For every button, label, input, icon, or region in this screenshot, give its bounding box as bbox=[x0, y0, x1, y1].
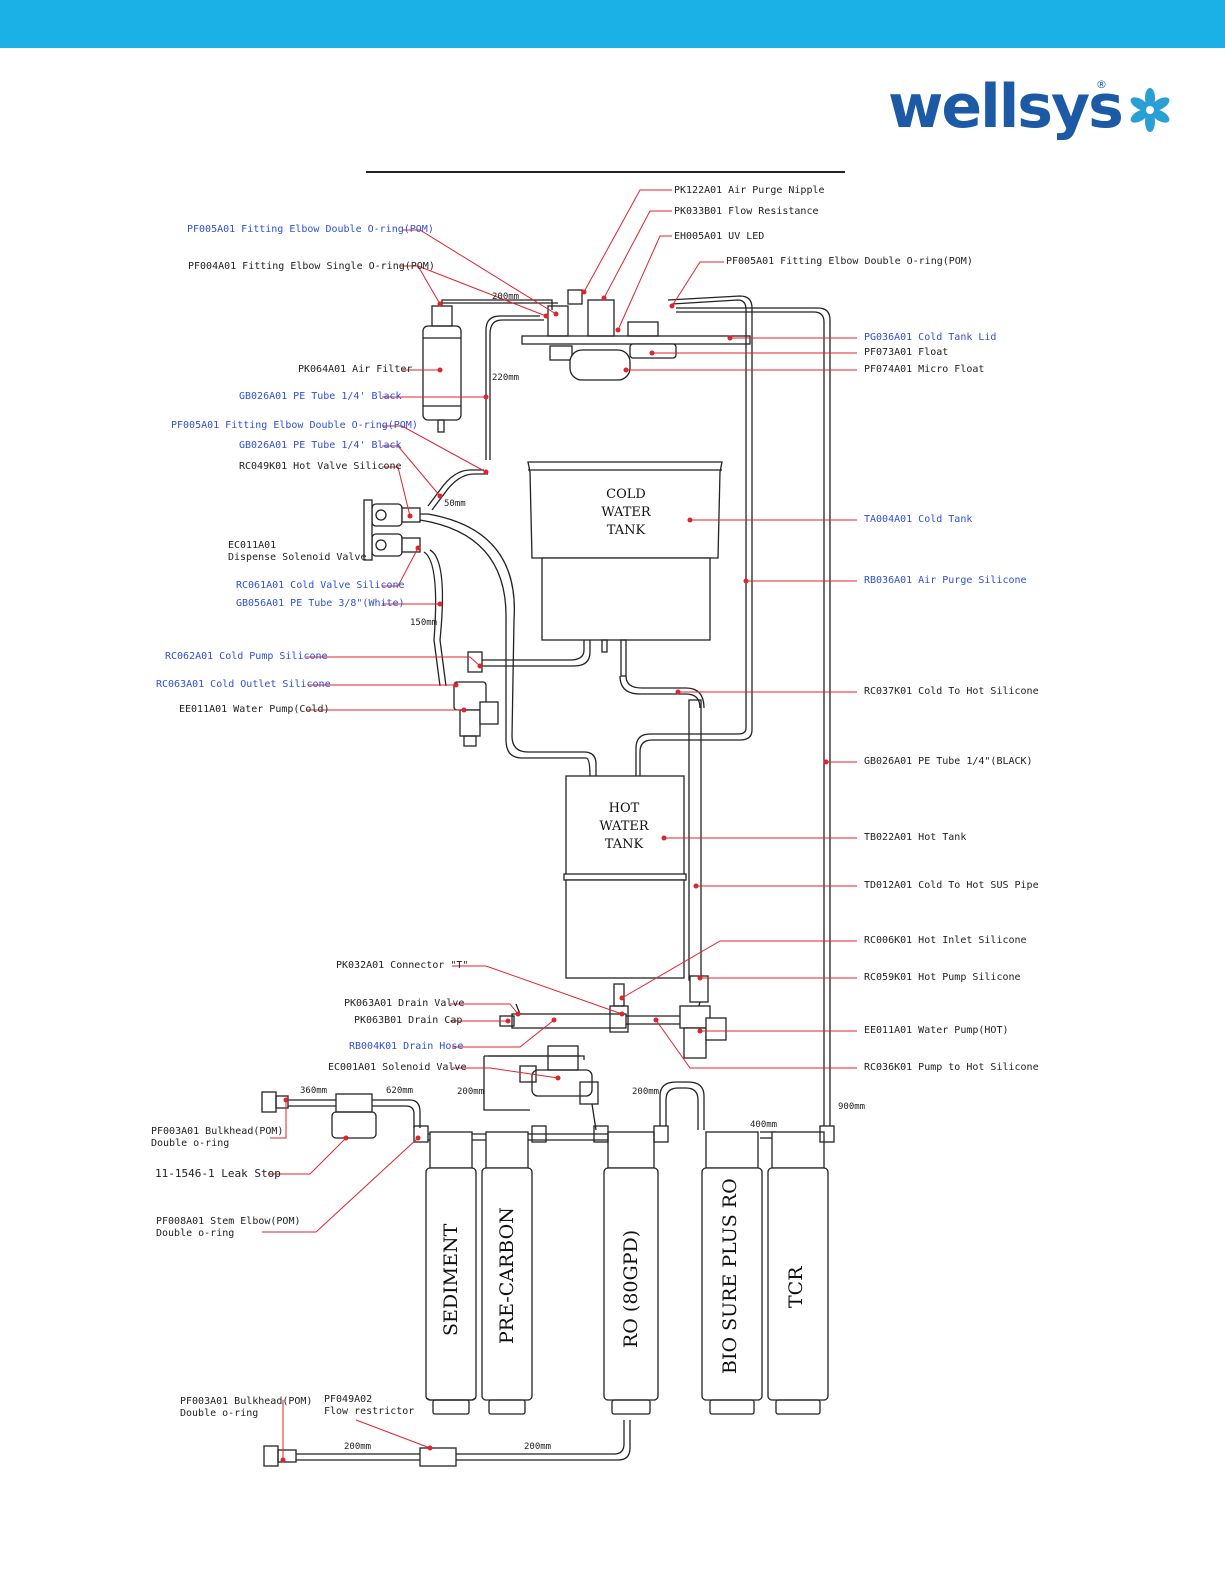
label-rc049: RC049K01 Hot Valve Silicone bbox=[239, 461, 402, 472]
label-ee011-cold: EE011A01 Water Pump(Cold) bbox=[179, 704, 330, 715]
dim-900: 900mm bbox=[838, 1102, 866, 1112]
leader-dots bbox=[280, 289, 829, 1463]
label-rc037: RC037K01 Cold To Hot Silicone bbox=[864, 686, 1039, 697]
pre-carbon-filter bbox=[481, 1131, 533, 1415]
wellsys-logo: wellsys ® bbox=[888, 72, 1188, 152]
label-pf049-2: Flow restrictor bbox=[324, 1406, 415, 1417]
label-td012: TD012A01 Cold To Hot SUS Pipe bbox=[864, 880, 1039, 891]
label-ec011-a: EC011A01 bbox=[228, 540, 277, 551]
ro-label: RO (80GPD) bbox=[620, 1229, 642, 1348]
dim-200-d: 200mm bbox=[524, 1442, 552, 1452]
cold-pump bbox=[453, 651, 499, 747]
label-pf005-top: PF005A01 Fitting Elbow Double O-ring(POM… bbox=[187, 224, 434, 235]
label-rc063: RC063A01 Cold Outlet Silicone bbox=[156, 679, 331, 690]
label-pf008-2: Double o-ring bbox=[156, 1228, 235, 1239]
label-rb036: RB036A01 Air Purge Silicone bbox=[864, 575, 1027, 586]
label-rb004: RB004K01 Drain Hose bbox=[349, 1041, 464, 1052]
bio-label: BIO SURE PLUS RO bbox=[719, 1178, 741, 1374]
label-pk122: PK122A01 Air Purge Nipple bbox=[674, 185, 825, 196]
label-pf004: PF004A01 Fitting Elbow Single O-ring(POM… bbox=[188, 261, 435, 272]
label-ee011-hot: EE011A01 Water Pump(HOT) bbox=[864, 1025, 1009, 1036]
dispense-valves bbox=[363, 499, 421, 561]
label-pg036: PG036A01 Cold Tank Lid bbox=[864, 332, 997, 343]
label-ta004: TA004A01 Cold Tank bbox=[864, 514, 973, 525]
label-pf003-b1: PF003A01 Bulkhead(POM) bbox=[180, 1396, 313, 1407]
dim-400: 400mm bbox=[750, 1120, 778, 1130]
leader-lines bbox=[262, 189, 857, 1460]
label-pf049-1: PF049A02 bbox=[324, 1394, 373, 1405]
dim-50: 50mm bbox=[444, 499, 466, 509]
sediment-filter bbox=[425, 1131, 477, 1415]
dim-620: 620mm bbox=[386, 1086, 414, 1096]
label-pf008-1: PF008A01 Stem Elbow(POM) bbox=[156, 1216, 301, 1227]
label-gb026-black: GB026A01 PE Tube 1/4"(BLACK) bbox=[864, 756, 1033, 767]
label-pf074: PF074A01 Micro Float bbox=[864, 364, 985, 375]
label-tb022: TB022A01 Hot Tank bbox=[864, 832, 967, 843]
dim-150: 150mm bbox=[410, 618, 438, 628]
filter-bank bbox=[413, 1125, 835, 1415]
ro-filter bbox=[603, 1131, 659, 1415]
bio-filter bbox=[701, 1131, 763, 1415]
dim-200-b: 200mm bbox=[632, 1087, 660, 1097]
tcr-label: TCR bbox=[785, 1266, 807, 1308]
sediment-label: SEDIMENT bbox=[440, 1223, 462, 1336]
label-pf003-b2: Double o-ring bbox=[180, 1408, 259, 1419]
label-pf003-a2: Double o-ring bbox=[151, 1138, 230, 1149]
label-pk032: PK032A01 Connector "T" bbox=[336, 960, 469, 971]
registered-mark: ® bbox=[1096, 78, 1107, 91]
header-bar bbox=[0, 0, 1225, 48]
label-pk063a: PK063A01 Drain Valve bbox=[344, 998, 465, 1009]
dim-200-c: 200mm bbox=[344, 1442, 372, 1452]
pinwheel-icon bbox=[1130, 88, 1170, 132]
pre-carbon-label: PRE-CARBON bbox=[496, 1207, 518, 1344]
label-rc006: RC006K01 Hot Inlet Silicone bbox=[864, 935, 1027, 946]
dim-200-a: 200mm bbox=[457, 1087, 485, 1097]
label-pk063b: PK063B01 Drain Cap bbox=[354, 1015, 463, 1026]
label-gb026-b: GB026A01 PE Tube 1/4' Black bbox=[239, 440, 402, 451]
label-rc062: RC062A01 Cold Pump Silicone bbox=[165, 651, 328, 662]
label-pk033: PK033B01 Flow Resistance bbox=[674, 206, 819, 217]
label-pf005-mid: PF005A01 Fitting Elbow Double O-ring(POM… bbox=[171, 420, 418, 431]
brand-name: wellsys bbox=[888, 72, 1124, 142]
dim-200-top: 200mm bbox=[492, 292, 520, 302]
label-pf005-right: PF005A01 Fitting Elbow Double O-ring(POM… bbox=[726, 256, 973, 267]
label-rc036: RC036K01 Pump to Hot Silicone bbox=[864, 1062, 1039, 1073]
hot-tank bbox=[563, 775, 687, 979]
label-rc059: RC059K01 Hot Pump Silicone bbox=[864, 972, 1021, 983]
label-pk064: PK064A01 Air Filter bbox=[298, 364, 413, 375]
label-rc061: RC061A01 Cold Valve Silicone bbox=[236, 580, 405, 591]
hot-tank-label: HOT WATER TANK bbox=[599, 801, 649, 852]
tube-lines bbox=[261, 295, 831, 1467]
label-pf073: PF073A01 Float bbox=[864, 347, 949, 358]
label-gb056: GB056A01 PE Tube 3/8"(White) bbox=[236, 598, 405, 609]
label-ec001: EC001A01 Solenoid Valve bbox=[328, 1062, 467, 1073]
tcr-filter bbox=[767, 1131, 829, 1415]
label-leak-stop: 11-1546-1 Leak Stop bbox=[155, 1167, 281, 1180]
cold-tank bbox=[527, 461, 723, 677]
title-underline bbox=[366, 171, 845, 173]
label-eh005: EH005A01 UV LED bbox=[674, 231, 765, 242]
dim-360: 360mm bbox=[300, 1086, 328, 1096]
label-gb026-a: GB026A01 PE Tube 1/4' Black bbox=[239, 391, 402, 402]
cold-tank-label: COLD WATER TANK bbox=[601, 487, 651, 538]
dim-220: 220mm bbox=[492, 373, 520, 383]
hot-pump bbox=[679, 975, 727, 1059]
label-ec011-b: Dispense Solenoid Valve bbox=[228, 552, 367, 563]
label-pf003-a1: PF003A01 Bulkhead(POM) bbox=[151, 1126, 284, 1137]
